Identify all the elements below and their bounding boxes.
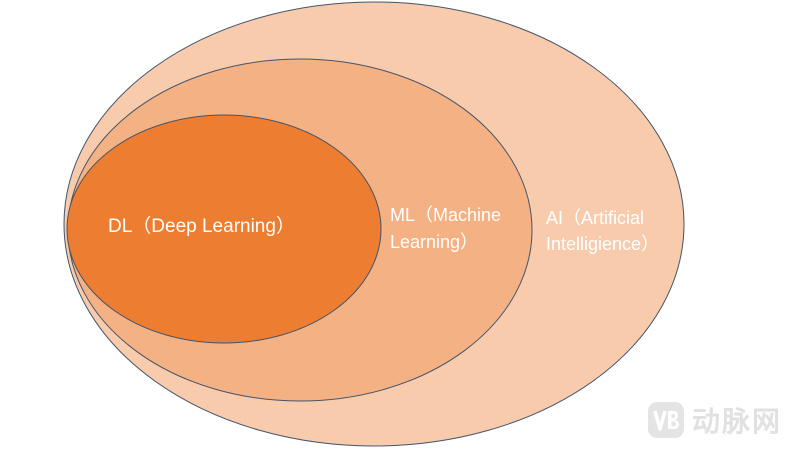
dl-label: DL（Deep Learning） bbox=[108, 215, 295, 237]
ml-label-line1: ML（Machine bbox=[390, 205, 501, 225]
vb-logo-icon bbox=[647, 402, 684, 438]
ai-label-line2: Intelligience） bbox=[546, 234, 659, 254]
ai-label-line1: AI（Artificial bbox=[546, 208, 644, 228]
ml-label-line2: Learning） bbox=[390, 232, 478, 252]
watermark-text: 动脉网 bbox=[691, 405, 782, 438]
watermark: 动脉网 bbox=[646, 400, 782, 440]
dl-set-ellipse bbox=[66, 114, 382, 344]
